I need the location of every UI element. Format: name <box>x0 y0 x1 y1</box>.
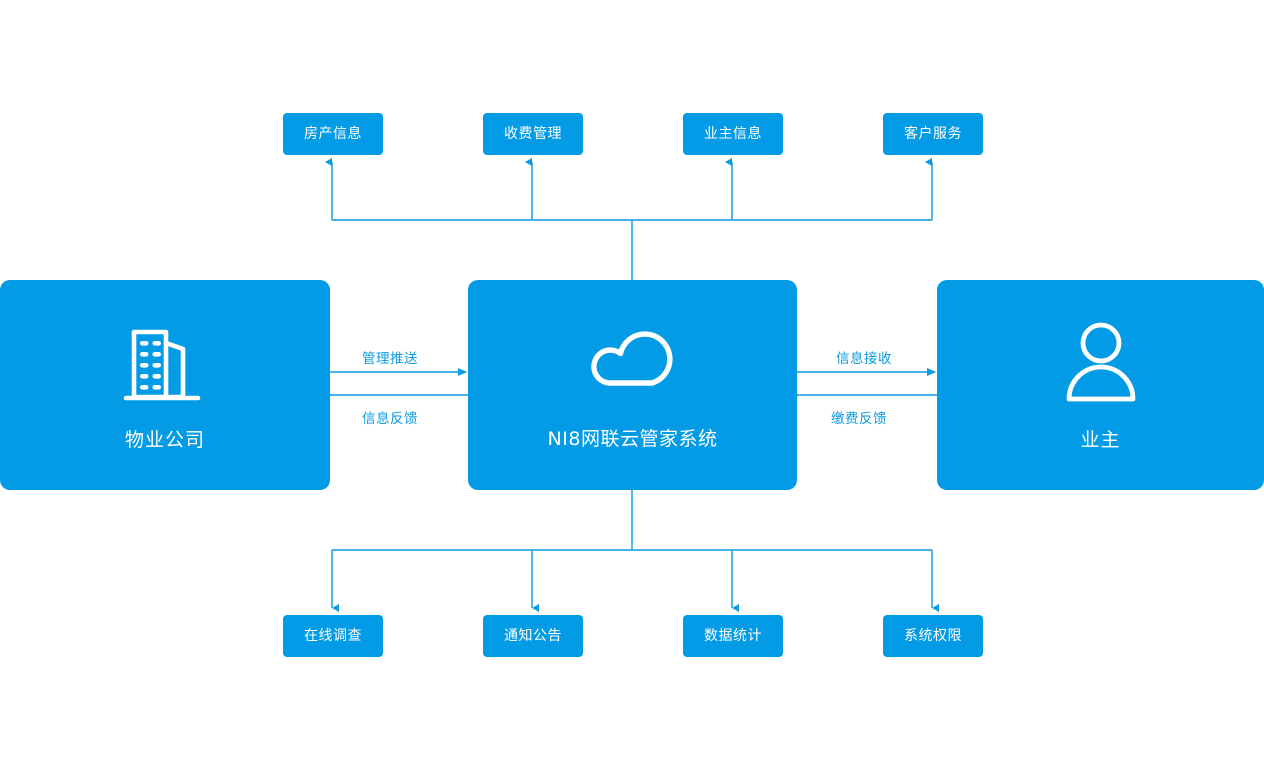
edge-label-left-upper: 管理推送 <box>362 351 418 367</box>
right-node-label: 业主 <box>1080 428 1121 451</box>
top-node-4-label: 客户服务 <box>904 125 962 142</box>
top-node-2[interactable]: 收费管理 <box>483 113 583 155</box>
top-node-1[interactable]: 房产信息 <box>283 113 383 155</box>
center-node-label: NI8网联云管家系统 <box>547 427 718 450</box>
top-node-4[interactable]: 客户服务 <box>883 113 983 155</box>
bottom-node-1[interactable]: 在线调查 <box>283 615 383 657</box>
building-icon <box>119 319 211 411</box>
edge-label-right-lower: 缴费反馈 <box>831 411 887 427</box>
cloud-icon <box>580 320 686 404</box>
bottom-node-3[interactable]: 数据统计 <box>683 615 783 657</box>
bottom-node-3-label: 数据统计 <box>704 627 762 644</box>
top-node-1-label: 房产信息 <box>304 125 362 142</box>
edge-label-right-upper: 信息接收 <box>836 351 892 367</box>
left-node-property-company[interactable]: 物业公司 <box>0 280 330 490</box>
top-node-3-label: 业主信息 <box>704 125 762 142</box>
top-node-3[interactable]: 业主信息 <box>683 113 783 155</box>
bottom-node-2[interactable]: 通知公告 <box>483 615 583 657</box>
edge-label-left-lower: 信息反馈 <box>362 411 418 427</box>
person-icon <box>1055 319 1147 411</box>
bottom-node-4-label: 系统权限 <box>904 627 962 644</box>
center-node-system[interactable]: NI8网联云管家系统 <box>468 280 797 490</box>
right-node-owner[interactable]: 业主 <box>937 280 1264 490</box>
bottom-node-2-label: 通知公告 <box>504 627 562 644</box>
bottom-node-1-label: 在线调查 <box>304 627 362 644</box>
bottom-node-4[interactable]: 系统权限 <box>883 615 983 657</box>
top-node-2-label: 收费管理 <box>504 125 562 142</box>
left-node-label: 物业公司 <box>124 428 205 451</box>
